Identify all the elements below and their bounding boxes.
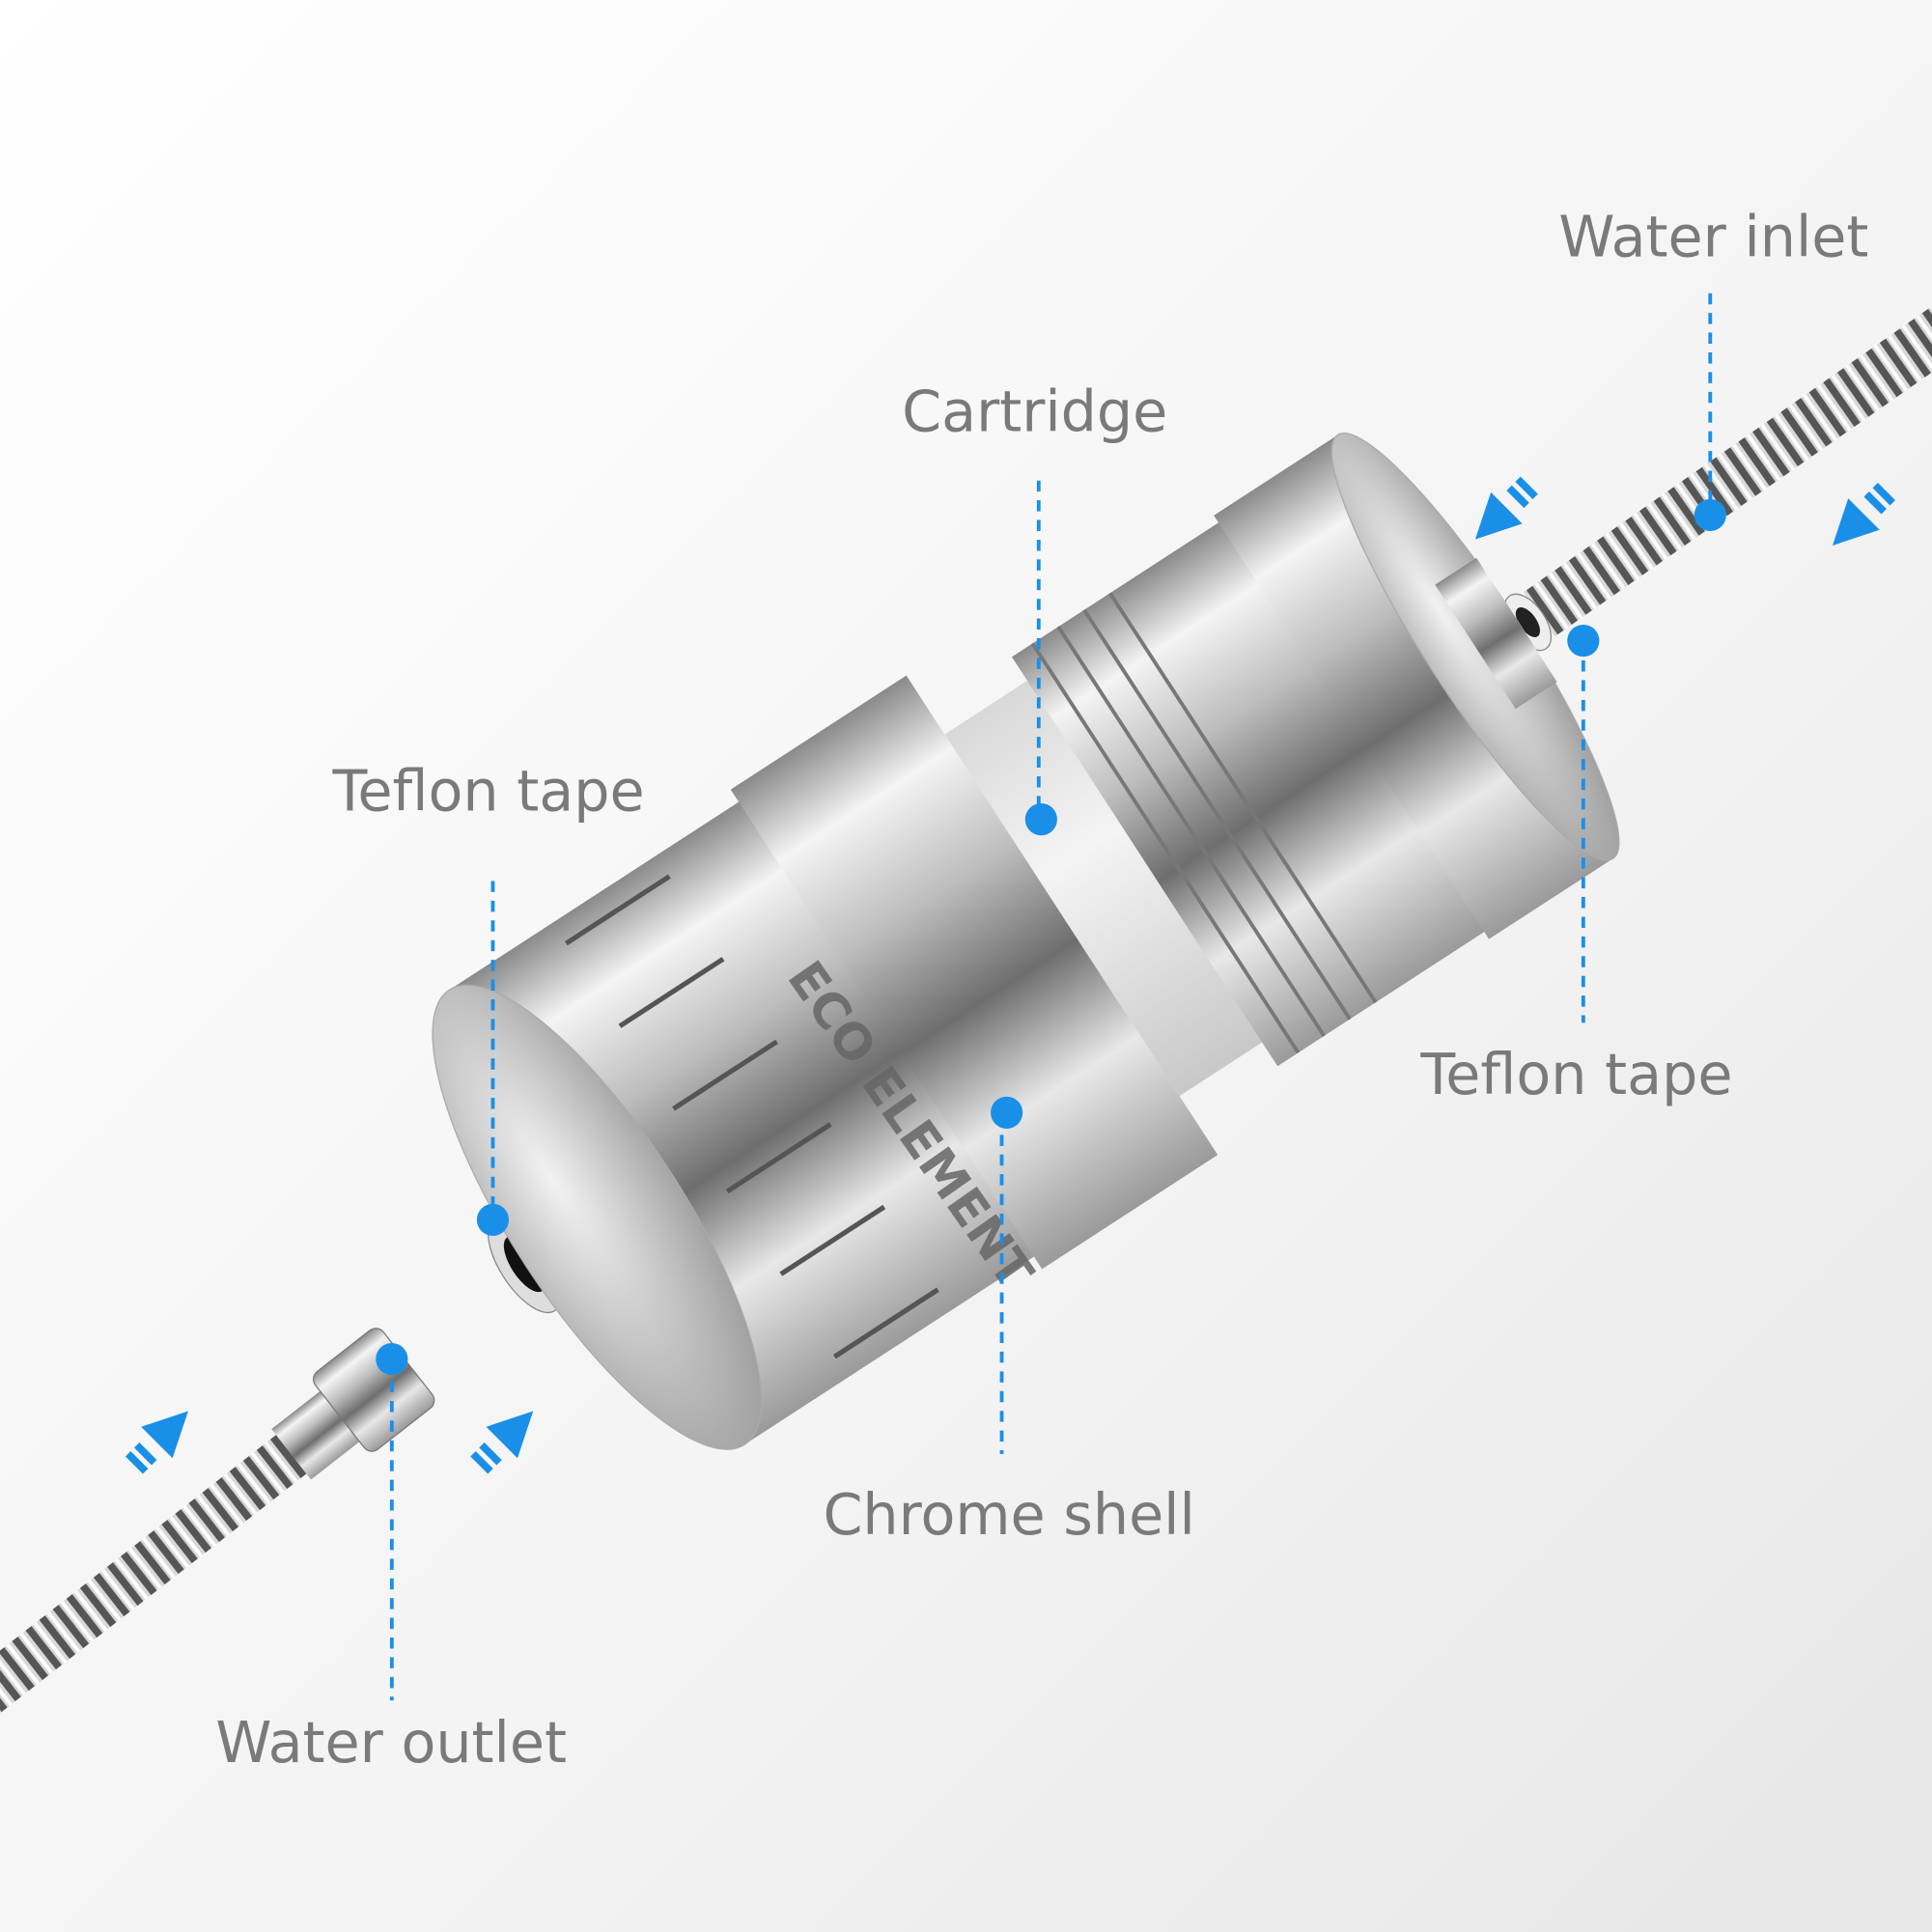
outlet-hose — [0, 1328, 435, 1717]
label-teflon-tape-left: Teflon tape — [332, 759, 645, 825]
inlet-nozzle — [1435, 557, 1557, 710]
label-cartridge: Cartridge — [902, 379, 1167, 445]
label-water-inlet: Water inlet — [1558, 204, 1868, 269]
chrome-band — [730, 675, 1218, 1270]
chrome-shell — [449, 768, 1086, 1445]
callout-chrome-shell: Chrome shell — [823, 1096, 1195, 1548]
label-water-outlet: Water outlet — [215, 1710, 567, 1776]
callout-teflon-tape-left: Teflon tape — [332, 759, 645, 1236]
callout-water-inlet: Water inlet — [1558, 204, 1868, 532]
shower-filter: ECO ELEMENT — [432, 433, 1620, 1450]
callout-cartridge: Cartridge — [902, 379, 1167, 836]
label-chrome-shell: Chrome shell — [823, 1482, 1194, 1548]
threaded-section — [1011, 516, 1495, 1067]
cartridge — [944, 654, 1304, 1097]
end-cap — [432, 984, 763, 1450]
label-teflon-tape-right: Teflon tape — [1419, 1042, 1732, 1107]
inlet-cap — [1214, 434, 1613, 939]
callout-water-outlet: Water outlet — [215, 1343, 567, 1776]
callout-teflon-tape-right: Teflon tape — [1419, 625, 1732, 1107]
